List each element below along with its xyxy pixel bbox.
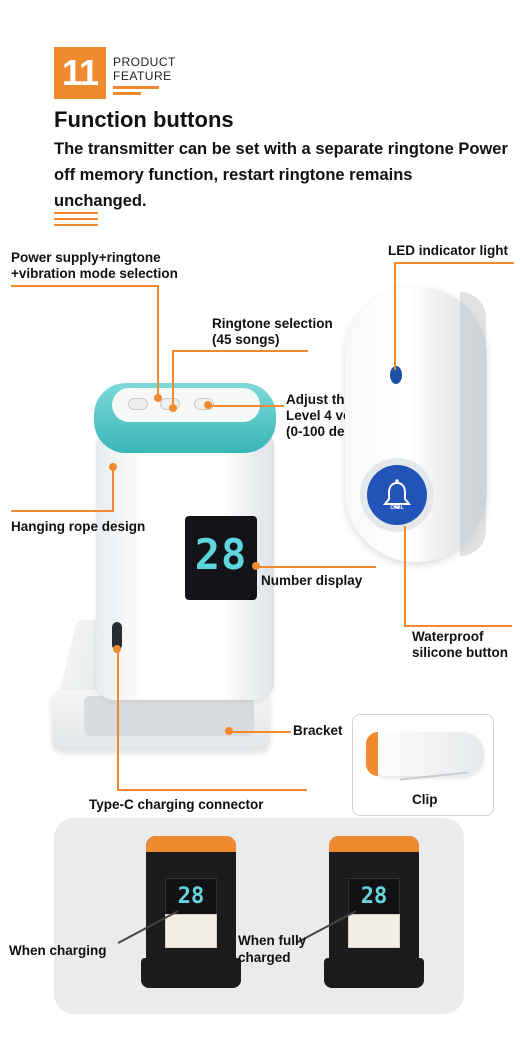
callout-line: [112, 470, 114, 510]
led-indicator: [390, 366, 402, 384]
callout-silicone: silicone button: [412, 645, 508, 660]
call-button-text: CALL: [390, 505, 404, 511]
call-button: [367, 465, 427, 525]
mini-receiver-cap: [146, 836, 236, 852]
callout-dot: [169, 404, 177, 412]
callout-dot: [109, 463, 117, 471]
callout-line: [208, 405, 284, 407]
decorative-line: [54, 212, 98, 214]
bell-icon: [382, 479, 412, 509]
product-feature-label: PRODUCT FEATURE: [113, 55, 176, 83]
mini-receiver-cap: [329, 836, 419, 852]
feature-number-badge: 11: [54, 47, 106, 99]
mini-sticker: [348, 914, 400, 948]
callout-line: [404, 526, 406, 626]
callout-songs: (45 songs): [212, 332, 280, 347]
callout-ringtone-selection: Ringtone selection: [212, 316, 333, 331]
callout-line: [117, 789, 307, 791]
callout-dot: [252, 562, 260, 570]
callout-line: [157, 285, 159, 397]
callout-dot: [204, 401, 212, 409]
mini-display-digits: 28: [177, 884, 205, 909]
feature-label-line2: FEATURE: [113, 69, 172, 83]
callout-dot: [225, 727, 233, 735]
callout-line: [11, 510, 114, 512]
callout-line: [404, 625, 512, 627]
callout-line: [172, 350, 174, 408]
callout-led: LED indicator light: [388, 243, 508, 258]
type-c-port: [112, 622, 122, 650]
callout-type-c: Type-C charging connector: [89, 797, 264, 812]
feature-label-line1: PRODUCT: [113, 55, 176, 69]
feature-underline: [113, 86, 159, 89]
mini-sticker: [165, 914, 217, 948]
number-display-screen: [185, 516, 257, 600]
label-when-charging: When charging: [9, 943, 107, 958]
mini-screen: [348, 878, 400, 916]
transmitter-edge: [460, 292, 486, 556]
clip-cap: [366, 732, 378, 776]
callout-number-display: Number display: [261, 573, 363, 588]
callout-line: [258, 566, 376, 568]
callout-line: [231, 731, 291, 733]
callout-line: [11, 285, 158, 287]
clip-device: [366, 732, 484, 776]
callout-waterproof: Waterproof: [412, 629, 484, 644]
callout-line: [394, 262, 514, 264]
mini-display-digits: 28: [360, 884, 388, 909]
power-mode-button: [128, 398, 148, 410]
feature-underline-short: [113, 92, 141, 95]
callout-vibration: +vibration mode selection: [11, 266, 178, 281]
callout-hanging-rope: Hanging rope design: [11, 519, 146, 534]
clip-label: Clip: [412, 792, 438, 807]
callout-line: [117, 652, 119, 789]
callout-dot: [154, 394, 162, 402]
callout-bracket: Bracket: [293, 723, 343, 738]
page-subtitle: The transmitter can be set with a separa…: [54, 140, 508, 210]
callout-line: [394, 262, 396, 370]
decorative-line: [54, 224, 98, 226]
decorative-line: [54, 218, 98, 220]
page-title: Function buttons: [54, 107, 234, 132]
display-digits: 28: [194, 530, 248, 579]
label-charged: charged: [238, 950, 291, 965]
callout-line: [172, 350, 308, 352]
label-when-fully: When fully: [238, 933, 307, 948]
callout-dot: [113, 645, 121, 653]
callout-power-supply: Power supply+ringtone: [11, 250, 161, 265]
